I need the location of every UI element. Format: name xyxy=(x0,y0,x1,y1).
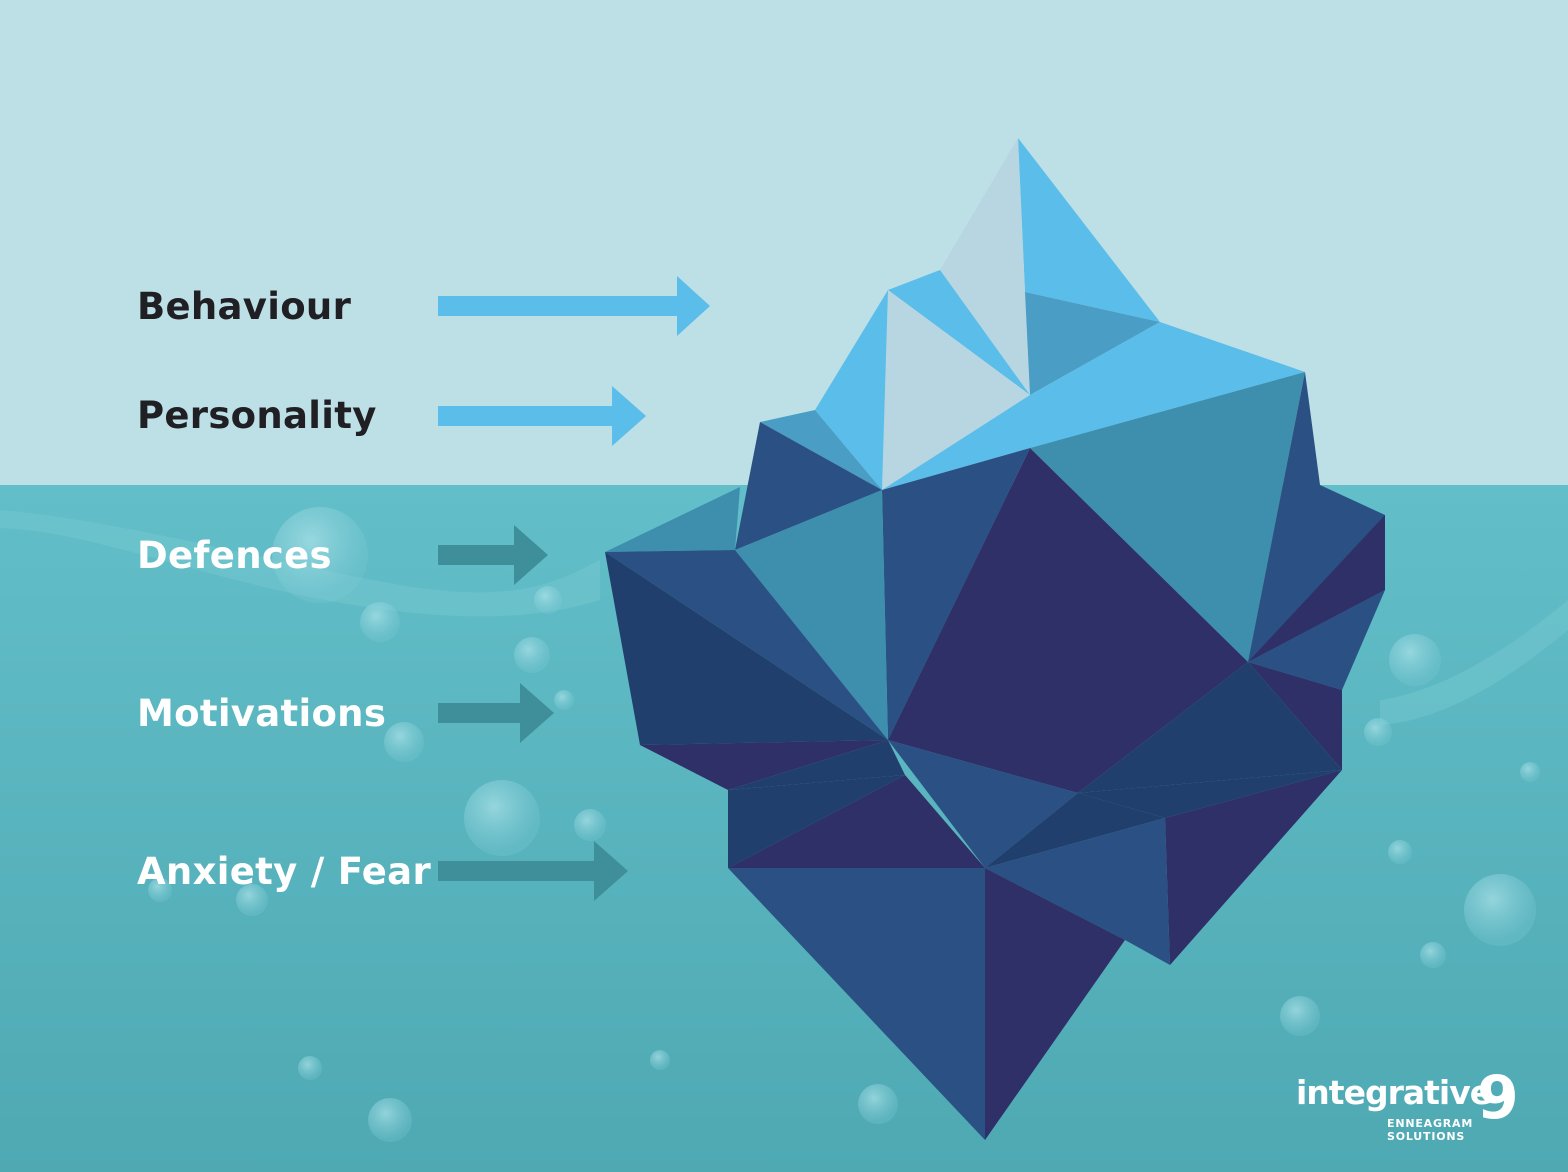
arrow-behaviour xyxy=(438,276,710,336)
iceberg-body xyxy=(605,372,1385,1140)
logo-tagline-1: ENNEAGRAM xyxy=(1387,1117,1474,1130)
label-defences: Defences xyxy=(137,534,332,577)
iceberg-tip xyxy=(760,138,1305,490)
label-behaviour: Behaviour xyxy=(137,285,352,328)
label-anxiety-fear: Anxiety / Fear xyxy=(137,850,431,893)
integrative9-logo: integrative 9 ENNEAGRAM SOLUTIONS xyxy=(1296,1068,1536,1146)
label-motivations: Motivations xyxy=(137,692,387,735)
logo-tagline-2: SOLUTIONS xyxy=(1387,1130,1466,1143)
arrow-personality xyxy=(438,386,646,446)
arrow-anxiety-fear xyxy=(438,841,628,901)
arrow-defences xyxy=(438,525,548,585)
logo-number: 9 xyxy=(1477,1063,1519,1133)
arrow-motivations xyxy=(438,683,554,743)
bubbles xyxy=(148,507,1540,1142)
wave-band xyxy=(0,510,600,617)
wave-band xyxy=(1380,600,1568,725)
logo-wordmark: integrative xyxy=(1296,1073,1492,1112)
label-personality: Personality xyxy=(137,394,377,437)
